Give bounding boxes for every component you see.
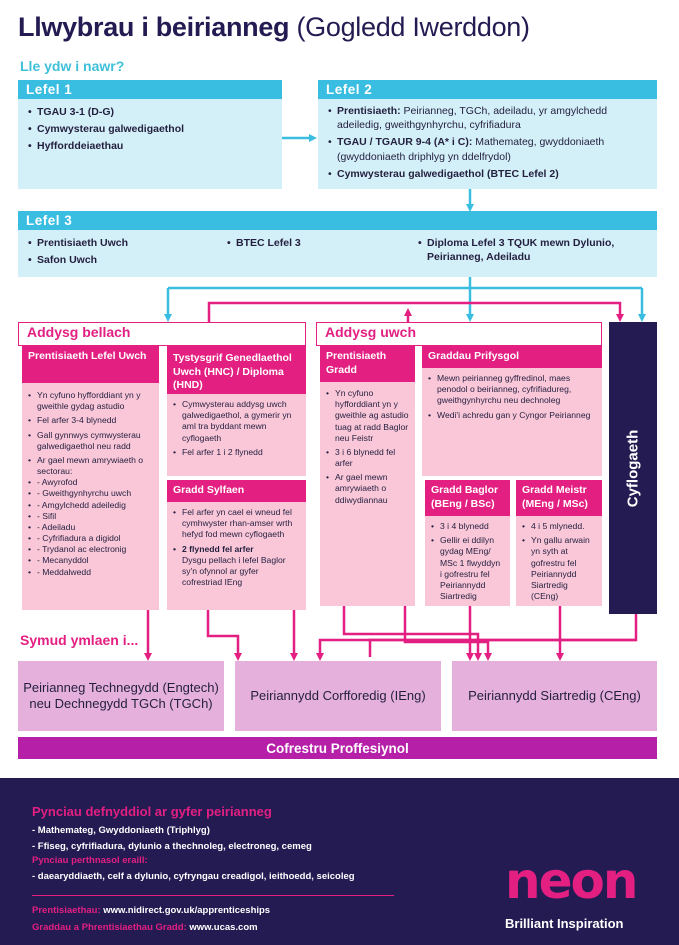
list-item: Fel arfer yn cael ei wneud fel cymhwyste… <box>173 507 300 541</box>
sector-item: - Cyfrifiadura a digidol <box>28 533 153 544</box>
higher-ed-heading: Addysg uwch <box>316 322 602 346</box>
brand-tagline: Brilliant Inspiration <box>505 916 624 931</box>
list-item: Mewn peirianneg gyffredinol, maes penodo… <box>428 373 596 407</box>
list-item: 4 i 5 mlynedd. <box>522 521 596 532</box>
arrow-to-ceng-1 <box>342 606 482 661</box>
list-item: Ar gael mewn amrywiaeth o sectorau: <box>28 455 153 477</box>
sector-item: - Meddalwedd <box>28 567 153 578</box>
level3-heading: Lefel 3 <box>18 211 657 230</box>
outcome-engtech: Peirianneg Technegydd (Engtech) neu Dech… <box>18 661 224 731</box>
sector-item: - Gweithgynhyrchu uwch <box>28 488 153 499</box>
list-item: 2 flynedd fel arfer <box>173 544 300 555</box>
list-item: Cymwysterau addysg uwch galwedigaethol, … <box>173 399 300 444</box>
footer-line: - Mathemateg, Gwyddoniaeth (Triphlyg) <box>32 825 210 836</box>
footer-line: - Ffiseg, cyfrifiadura, dylunio a thechn… <box>32 841 312 852</box>
hnc-hnd-card: Tystysgrif Genedlaethol Uwch (HNC) / Dip… <box>167 346 306 476</box>
sector-item: - Amgylchedd adeiledig <box>28 500 153 511</box>
degree-apprenticeship-card: Prentisiaeth Gradd Yn cyfuno hyfforddian… <box>320 346 415 606</box>
level3-item: Prentisiaeth Uwch <box>28 236 228 250</box>
arrow-to-ceng-2 <box>403 606 492 661</box>
list-item: Wedi'i achredu gan y Cyngor Peirianneg <box>428 410 596 421</box>
level1-item: Cymwysterau galwedigaethol <box>28 122 272 136</box>
sector-item: - Awyrofod <box>28 477 153 488</box>
list-item: Gellir ei ddilyn gydag MEng/ MSc 1 flwyd… <box>431 535 504 602</box>
sector-item: - Trydanol ac electronig <box>28 544 153 555</box>
line-employment-branch <box>368 638 636 657</box>
list-item: Gall gynnwys cymwysterau galwedigaethol … <box>28 430 153 452</box>
bachelor-degree-title: Gradd Baglor (BEng / BSc) <box>425 480 510 516</box>
footer-heading: Pynciau defnyddiol ar gyfer peirianneg <box>32 804 272 819</box>
question-heading: Lle ydw i nawr? <box>20 58 125 74</box>
level1-heading: Lefel 1 <box>18 80 282 99</box>
footer-link-ucas[interactable]: Graddau a Phrentisiaethau Gradd: www.uca… <box>32 922 258 933</box>
list-item: Fel arfer 1 i 2 flynedd <box>173 447 300 458</box>
list-item: Yn cyfuno hyfforddiant yn y gweithle ag … <box>326 388 409 444</box>
level1-box: Lefel 1 TGAU 3-1 (D-G) Cymwysterau galwe… <box>18 80 282 189</box>
level3-item: Diploma Lefel 3 TQUK mewn Dylunio, Peiri… <box>418 236 628 264</box>
outcome-ieng: Peiriannydd Corfforedig (IEng) <box>235 661 441 731</box>
list-item: Fel arfer 3-4 blynedd <box>28 415 153 426</box>
hnc-hnd-title: Tystysgrif Genedlaethol Uwch (HNC) / Dip… <box>167 346 306 394</box>
higher-apprenticeship-card: Prentisiaeth Lefel Uwch Yn cyfuno hyffor… <box>22 346 159 610</box>
level2-item: Prentisiaeth: Peirianneg, TGCh, adeiladu… <box>328 104 647 132</box>
neon-logo: neon <box>505 852 638 910</box>
page-title: Llwybrau i beirianneg (Gogledd Iwerddon) <box>18 12 530 43</box>
level3-item: Safon Uwch <box>28 253 228 267</box>
outcome-ceng: Peiriannydd Siartredig (CEng) <box>452 661 657 731</box>
arrow-to-ieng-1 <box>206 610 242 661</box>
footer-link-apprenticeships[interactable]: Prentisiaethau: www.nidirect.gov.uk/appr… <box>32 905 271 916</box>
list-item: Yn cyfuno hyfforddiant yn y gweithle gyd… <box>28 390 153 412</box>
footer-line: - daearyddiaeth, celf a dylunio, cyfryng… <box>32 871 355 882</box>
foundation-degree-card: Gradd Sylfaen Fel arfer yn cael ei wneud… <box>167 480 306 610</box>
foundation-degree-title: Gradd Sylfaen <box>167 480 306 502</box>
degree-apprenticeship-title: Prentisiaeth Gradd <box>320 346 415 382</box>
level2-box: Lefel 2 Prentisiaeth: Peirianneg, TGCh, … <box>318 80 657 189</box>
list-item: 3 i 4 blynedd <box>431 521 504 532</box>
sector-item: - Adeiladu <box>28 522 153 533</box>
level2-item: TGAU / TGAUR 9-4 (A* i C): Mathemateg, g… <box>328 135 647 163</box>
footer-other-heading: Pynciau perthnasol eraill: <box>32 855 148 866</box>
sector-item: - Mecanyddol <box>28 555 153 566</box>
level3-item: BTEC Lefel 3 <box>227 236 377 250</box>
master-degree-card: Gradd Meistr (MEng / MSc) 4 i 5 mlynedd.… <box>516 480 602 606</box>
level1-item: Hyfforddeiaethau <box>28 139 272 153</box>
sector-item: - Sifil <box>28 511 153 522</box>
employment-label: Cyflogaeth <box>624 429 642 507</box>
university-degrees-title: Graddau Prifysgol <box>422 346 602 368</box>
footer-divider <box>32 895 394 896</box>
further-ed-heading: Addysg bellach <box>18 322 306 346</box>
level2-item: Cymwysterau galwedigaethol (BTEC Lefel 2… <box>328 167 647 181</box>
moving-on-heading: Symud ymlaen i... <box>20 632 139 648</box>
title-sub: (Gogledd Iwerddon) <box>296 12 530 42</box>
university-degrees-card: Graddau Prifysgol Mewn peirianneg gyffre… <box>422 346 602 476</box>
list-item: Ar gael mewn amrywiaeth o ddiwydiannau <box>326 472 409 506</box>
professional-registration-bar: Cofrestru Proffesiynol <box>18 737 657 759</box>
higher-apprenticeship-title: Prentisiaeth Lefel Uwch <box>22 346 159 383</box>
bachelor-degree-card: Gradd Baglor (BEng / BSc) 3 i 4 blynedd … <box>425 480 510 606</box>
level3-box: Lefel 3 Prentisiaeth Uwch Safon Uwch BTE… <box>18 211 657 277</box>
level1-item: TGAU 3-1 (D-G) <box>28 105 272 119</box>
foundation-note: Dysgu pellach i lefel Baglor sy'n ofynno… <box>182 554 286 588</box>
list-item: Yn gallu arwain yn syth at gofrestru fel… <box>522 535 596 602</box>
master-degree-title: Gradd Meistr (MEng / MSc) <box>516 480 602 516</box>
level2-heading: Lefel 2 <box>318 80 657 99</box>
title-main: Llwybrau i beirianneg <box>18 12 290 42</box>
list-item: 3 i 6 blynedd fel arfer <box>326 447 409 469</box>
footer: Pynciau defnyddiol ar gyfer peirianneg -… <box>0 778 679 945</box>
employment-column: Cyflogaeth <box>609 322 657 614</box>
